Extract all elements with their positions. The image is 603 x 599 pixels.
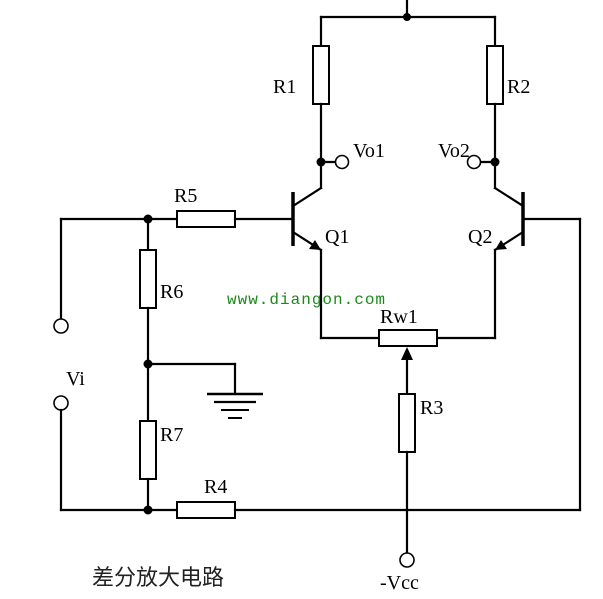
resistor-r7 xyxy=(139,420,157,480)
emitter-branch xyxy=(319,248,497,568)
resistor-r1 xyxy=(312,45,330,105)
label-vcc: -Vcc xyxy=(380,572,419,594)
label-r7: R7 xyxy=(160,424,183,446)
transistor-q1 xyxy=(291,186,323,252)
wiper-arrow xyxy=(401,347,413,360)
vcc-terminal xyxy=(399,552,415,568)
label-r3: R3 xyxy=(420,397,443,419)
resistor-r3 xyxy=(398,393,416,453)
left-collector-branch xyxy=(312,15,350,190)
label-r5: R5 xyxy=(174,185,197,207)
label-r6: R6 xyxy=(160,281,183,303)
label-vi: Vi xyxy=(66,368,85,390)
resistor-r6 xyxy=(139,249,157,309)
vo2-terminal xyxy=(466,154,482,170)
q2-base-loop xyxy=(521,217,582,512)
transistor-q2 xyxy=(493,186,525,252)
vi-terminal-bottom xyxy=(53,395,69,411)
top-supply-rail xyxy=(319,0,497,21)
resistor-r5 xyxy=(176,210,236,228)
label-vo1: Vo1 xyxy=(353,140,385,162)
ground-icon xyxy=(207,392,263,419)
vo1-terminal xyxy=(334,154,350,170)
label-vo2: Vo2 xyxy=(438,140,470,162)
label-q1: Q1 xyxy=(325,226,349,248)
label-r4: R4 xyxy=(204,476,227,498)
label-r1: R1 xyxy=(273,76,296,98)
resistor-r4 xyxy=(176,501,236,519)
label-r2: R2 xyxy=(507,76,530,98)
vi-terminal-top xyxy=(53,318,69,334)
right-collector-branch xyxy=(466,15,504,190)
label-rw1: Rw1 xyxy=(380,306,418,328)
label-q2: Q2 xyxy=(468,226,492,248)
resistor-r2 xyxy=(486,45,504,105)
input-network xyxy=(53,210,582,519)
potentiometer-rw1 xyxy=(378,329,438,347)
diagram-caption: 差分放大电路 xyxy=(92,566,224,591)
watermark: www.diangon.com xyxy=(227,291,386,309)
